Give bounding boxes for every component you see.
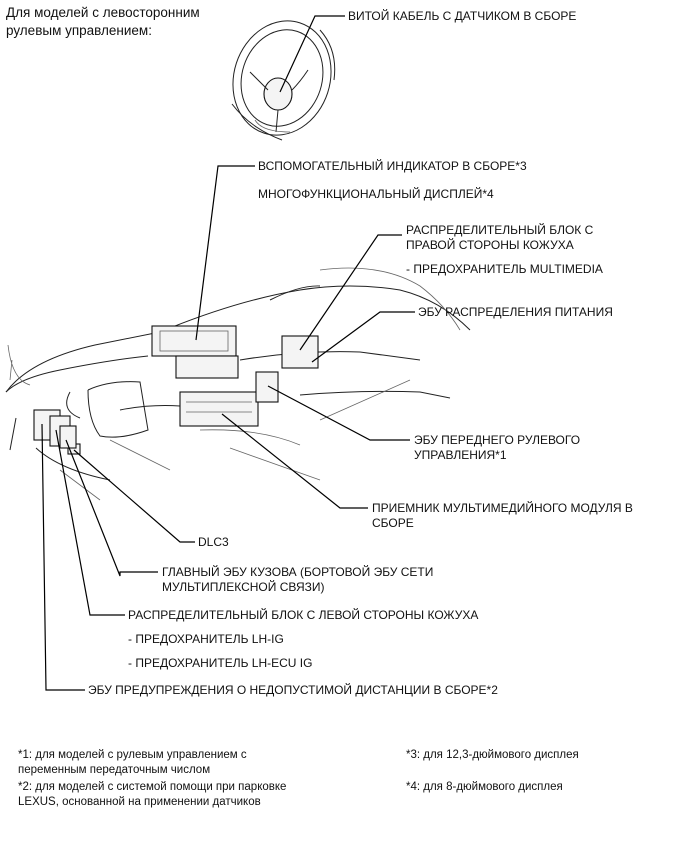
rh-junction-block-component <box>281 335 319 369</box>
leader-front-steering <box>267 385 410 441</box>
leader-aux-indicator <box>195 165 255 341</box>
footnote-1: *1: для моделей с рулевым управлением с … <box>18 748 247 778</box>
label-fuse-lh-ecu-ig: - ПРЕДОХРАНИТЕЛЬ LH-ECU IG <box>128 656 313 670</box>
aux-indicator-component <box>151 325 237 357</box>
heading-line-1: Для моделей с левосторонним <box>6 5 200 20</box>
leader-spiral-cable <box>279 15 345 93</box>
footnote-2-line-2: LEXUS, основанной на применении датчиков <box>18 796 261 808</box>
label-fuse-lh-ig: - ПРЕДОХРАНИТЕЛЬ LH-IG <box>128 632 284 646</box>
label-main-body-ecu-line-2: МУЛЬТИПЛЕКСНОЙ СВЯЗИ) <box>162 580 325 594</box>
heading: Для моделей с левосторонним рулевым упра… <box>6 4 200 40</box>
leader-rh-junction <box>299 234 402 351</box>
label-mm-receiver-line-1: ПРИЕМНИК МУЛЬТИМЕДИЙНОГО МОДУЛЯ В <box>372 501 633 515</box>
label-fuse-multimedia: - ПРЕДОХРАНИТЕЛЬ MULTIMEDIA <box>406 262 603 276</box>
label-clearance-warning-ecu: ЭБУ ПРЕДУПРЕЖДЕНИЯ О НЕДОПУСТИМОЙ ДИСТАН… <box>88 683 498 697</box>
steering-wheel-illustration <box>231 20 336 141</box>
leader-mm-receiver <box>221 413 368 509</box>
footnote-3: *3: для 12,3-дюймового дисплея <box>406 749 579 761</box>
leader-main-body <box>65 439 158 577</box>
label-lh-junction: РАСПРЕДЕЛИТЕЛЬНЫЙ БЛОК С ЛЕВОЙ СТОРОНЫ К… <box>128 608 479 622</box>
front-steering-ecu-component <box>255 371 279 403</box>
heading-line-2: рулевым управлением: <box>6 23 152 38</box>
main-body-ecu-component <box>59 425 77 449</box>
multifunction-display-component <box>175 355 239 379</box>
label-front-steering-line-1: ЭБУ ПЕРЕДНЕГО РУЛЕВОГО <box>414 433 581 447</box>
leader-clearance-ecu <box>41 423 85 691</box>
label-main-body-ecu-line-1: ГЛАВНЫЙ ЭБУ КУЗОВА (БОРТОВОЙ ЭБУ СЕТИ <box>162 565 434 579</box>
leader-dlc3 <box>73 449 195 543</box>
label-aux-indicator: ВСПОМОГАТЕЛЬНЫЙ ИНДИКАТОР В СБОРЕ*3 <box>258 159 527 173</box>
label-mm-receiver-line-2: СБОРЕ <box>372 516 414 530</box>
dashboard-body-illustration <box>5 267 471 501</box>
label-front-steering-line-2: УПРАВЛЕНИЯ*1 <box>414 448 507 462</box>
label-multifunction-display: МНОГОФУНКЦИОНАЛЬНЫЙ ДИСПЛЕЙ*4 <box>258 187 494 201</box>
multimedia-receiver-component <box>179 391 259 427</box>
label-rh-junction-line-1: РАСПРЕДЕЛИТЕЛЬНЫЙ БЛОК С <box>406 223 594 237</box>
footnote-1-line-2: переменным передаточным числом <box>18 764 211 776</box>
footnote-1-line-1: *1: для моделей с рулевым управлением с <box>18 749 247 761</box>
label-power-distribution-ecu: ЭБУ РАСПРЕДЕЛЕНИЯ ПИТАНИЯ <box>418 305 613 319</box>
label-rh-junction-line-2: ПРАВОЙ СТОРОНЫ КОЖУХА <box>406 238 574 252</box>
footnote-4: *4: для 8-дюймового дисплея <box>406 781 563 793</box>
label-spiral-cable: ВИТОЙ КАБЕЛЬ С ДАТЧИКОМ В СБОРЕ <box>348 9 577 23</box>
footnote-2: *2: для моделей с системой помощи при па… <box>18 780 286 810</box>
footnote-2-line-1: *2: для моделей с системой помощи при па… <box>18 781 287 793</box>
label-dlc3: DLC3 <box>198 535 229 549</box>
spiral-cable-component <box>263 77 293 111</box>
leader-power-ecu <box>311 311 415 363</box>
leader-lh-junction <box>55 429 125 616</box>
